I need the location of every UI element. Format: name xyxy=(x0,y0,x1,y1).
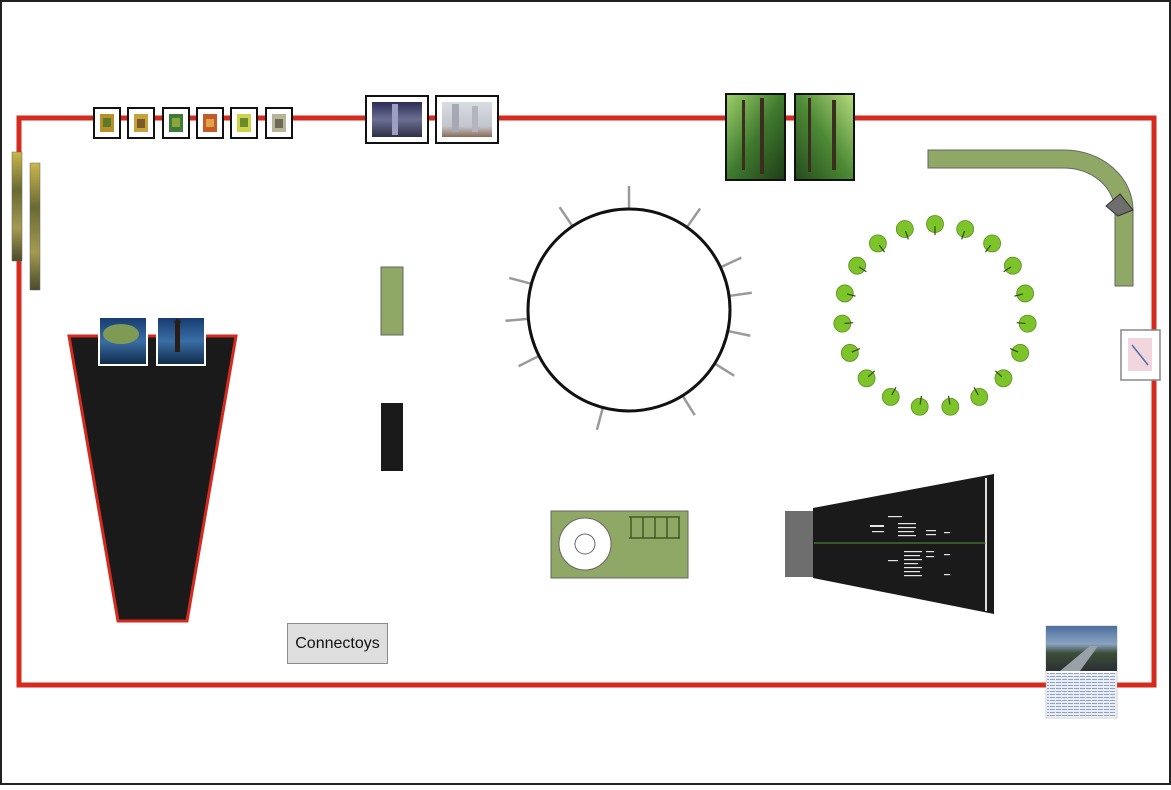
seat xyxy=(881,386,900,406)
poster-with-text xyxy=(1045,625,1118,719)
connectoys-label: Connectoys xyxy=(287,623,388,664)
table-spike xyxy=(686,207,702,228)
table-spike xyxy=(508,276,531,285)
green-console xyxy=(550,510,689,579)
framed-print xyxy=(162,107,190,139)
table-spike xyxy=(720,256,742,269)
table-spike xyxy=(558,206,573,227)
table-spike xyxy=(517,355,539,368)
photo-person-sea xyxy=(156,316,206,366)
seat xyxy=(857,369,876,388)
round-table xyxy=(505,186,752,431)
seat xyxy=(895,220,914,240)
seat xyxy=(956,220,975,240)
seat xyxy=(970,386,989,406)
black-panel xyxy=(381,403,403,471)
green-panel xyxy=(380,266,404,336)
text-projection-wedge xyxy=(785,474,994,614)
photo-forest-2 xyxy=(794,93,855,181)
strip-image-1 xyxy=(11,151,23,262)
seat xyxy=(833,314,854,333)
seat xyxy=(868,234,887,253)
framed-print xyxy=(127,107,155,139)
seat xyxy=(941,395,960,416)
wall-mounted-frame xyxy=(1120,329,1161,381)
small-framed-prints xyxy=(93,107,293,139)
vertical-strip-images xyxy=(11,151,41,291)
fader-rack xyxy=(629,516,680,539)
bench-speaker xyxy=(1105,193,1134,217)
framed-print xyxy=(230,107,258,139)
projector-box xyxy=(785,511,814,577)
table-top xyxy=(526,207,732,413)
seat xyxy=(926,215,944,235)
framed-photos-architecture xyxy=(365,95,499,144)
framed-print xyxy=(196,107,224,139)
framed-print xyxy=(93,107,121,139)
seat xyxy=(983,234,1002,253)
table-spike xyxy=(729,291,752,298)
projected-text-lines xyxy=(870,516,950,577)
seat xyxy=(835,284,856,303)
framed-photos-forest xyxy=(725,93,855,181)
table-spike xyxy=(714,362,735,377)
seat xyxy=(840,344,861,362)
framed-print xyxy=(265,107,293,139)
table-spike xyxy=(681,395,696,416)
seat xyxy=(1009,344,1030,362)
seat xyxy=(1003,256,1022,275)
photo-forest-1 xyxy=(725,93,786,181)
seat xyxy=(994,369,1013,388)
curved-green-bench xyxy=(927,149,1134,287)
seat xyxy=(910,395,929,416)
circle-of-seats xyxy=(833,215,1037,416)
seat xyxy=(1016,314,1037,333)
seat xyxy=(1014,284,1035,303)
table-spike xyxy=(505,317,528,323)
photo-towers xyxy=(442,102,492,137)
strip-image-2 xyxy=(29,162,41,291)
table-spike xyxy=(595,408,604,431)
exhibition-wall xyxy=(16,115,1157,688)
poster-text-block xyxy=(1047,673,1116,717)
seat xyxy=(848,256,867,275)
trapezoid-projection-zone xyxy=(67,316,238,623)
table-spike xyxy=(728,329,751,338)
